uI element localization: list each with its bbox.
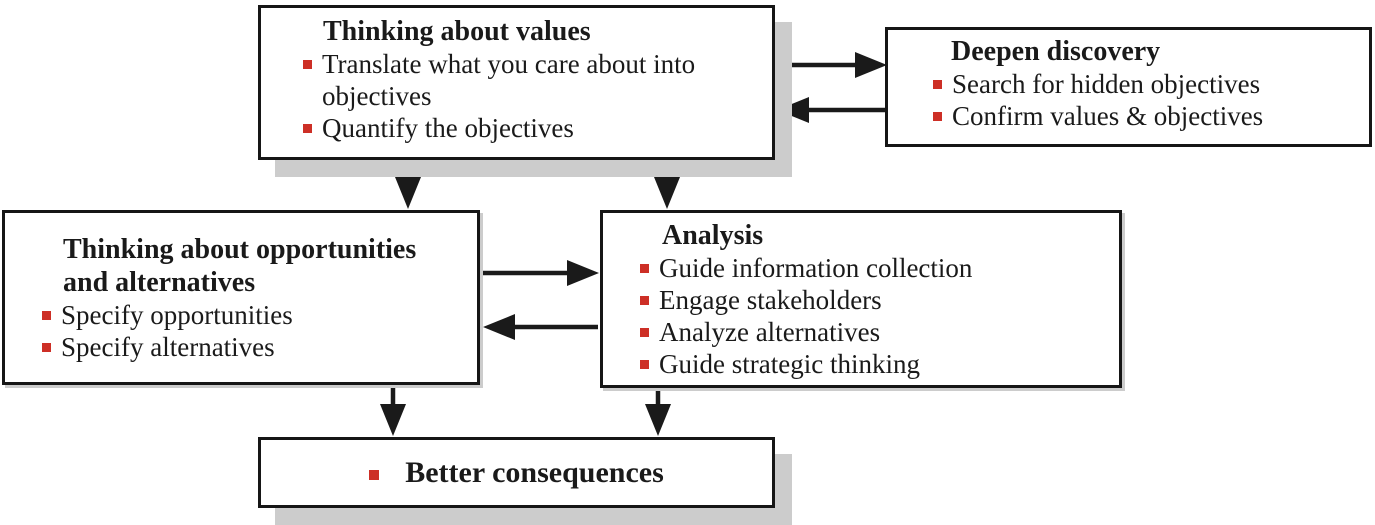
bullet-item: Better consequences <box>369 456 664 489</box>
arrow-opportunities-to-consequences-icon <box>380 386 406 436</box>
arrow-values-to-opportunities-icon <box>395 161 421 209</box>
bullet-square-icon <box>933 112 942 121</box>
bullet-square-icon <box>369 469 380 480</box>
arrow-values-to-discovery-icon <box>776 52 887 78</box>
node-title: Better consequences <box>405 456 664 489</box>
bullet-item: Analyze alternatives <box>640 316 1111 348</box>
bullet-square-icon <box>303 124 312 133</box>
bullet-item: Guide information collection <box>640 252 1111 284</box>
node-title: Thinking about values <box>323 16 591 47</box>
node-thinking-about-values: Thinking about values Translate what you… <box>258 5 775 160</box>
arrow-discovery-to-values-icon <box>777 97 886 123</box>
bullet-item: Specify alternatives <box>42 331 469 363</box>
arrow-analysis-to-consequences-icon <box>645 389 671 436</box>
bullet-text: Quantify the objectives <box>322 113 574 143</box>
bullet-text: Translate what you care about into objec… <box>322 49 696 111</box>
bullet-item: Engage stakeholders <box>640 284 1111 316</box>
bullet-square-icon <box>640 360 649 369</box>
arrow-analysis-to-opportunities-icon <box>483 314 598 340</box>
bullet-item: Quantify the objectives <box>303 112 756 144</box>
arrow-opportunities-to-analysis-icon <box>482 260 599 286</box>
bullet-text: Analyze alternatives <box>659 317 881 347</box>
bullet-text: Guide strategic thinking <box>659 349 920 379</box>
bullet-square-icon <box>42 343 51 352</box>
bullet-item: Specify opportunities <box>42 299 469 331</box>
bullet-item: Confirm values & objectives <box>933 100 1361 132</box>
node-thinking-about-opportunities: Thinking about opportunities and alterna… <box>2 210 480 385</box>
bullet-text: Guide information collection <box>659 253 973 283</box>
bullet-square-icon <box>640 328 649 337</box>
bullet-square-icon <box>303 60 312 69</box>
bullet-text: Confirm values & objectives <box>952 101 1264 131</box>
bullet-square-icon <box>640 264 649 273</box>
node-deepen-discovery: Deepen discovery Search for hidden objec… <box>885 27 1372 147</box>
bullet-text: Search for hidden objectives <box>952 69 1261 99</box>
node-title: Deepen discovery <box>951 36 1161 67</box>
bullet-text: Specify opportunities <box>61 300 293 330</box>
bullet-text: Engage stakeholders <box>659 285 882 315</box>
bullet-item: Translate what you care about into objec… <box>303 48 756 112</box>
bullet-text: Specify alternatives <box>61 332 275 362</box>
bullet-square-icon <box>640 296 649 305</box>
arrow-values-to-analysis-icon <box>654 161 680 209</box>
bullet-item: Guide strategic thinking <box>640 348 1111 380</box>
node-title: Thinking about opportunities and alterna… <box>63 234 417 298</box>
node-analysis: Analysis Guide information collection En… <box>600 210 1122 388</box>
bullet-square-icon <box>42 311 51 320</box>
node-better-consequences: Better consequences <box>258 437 775 508</box>
bullet-item: Search for hidden objectives <box>933 68 1361 100</box>
node-title: Analysis <box>662 220 764 251</box>
bullet-square-icon <box>933 80 942 89</box>
